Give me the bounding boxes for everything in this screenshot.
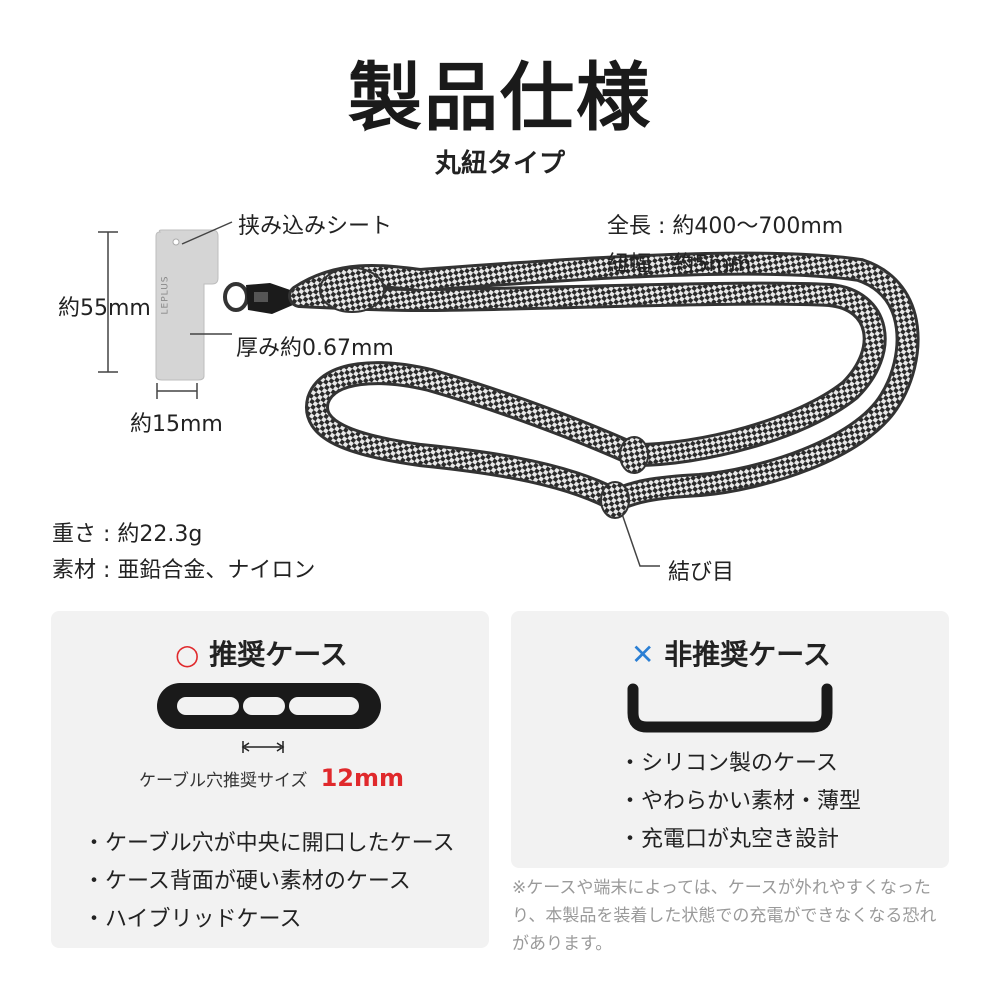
sheet-leader-line <box>181 221 233 245</box>
sheet-hole <box>172 238 180 246</box>
recommended-panel: ○ 推奨ケース ケーブル穴推奨サイズ 12mm ・ケーブル穴が中央に開口したケー… <box>51 611 489 948</box>
recommended-bullet-1: ・ケーブル穴が中央に開口したケース <box>83 831 455 856</box>
recommended-case-illustration <box>157 683 381 753</box>
height-label: 約55mm <box>58 296 151 321</box>
sheet-brand-text: LEPLUS <box>160 275 171 315</box>
width-dimension-line <box>156 383 198 399</box>
not-recommended-bullet-3: ・充電口が丸空き設計 <box>619 827 840 852</box>
hole-size-value: 12mm <box>320 764 404 792</box>
hole-size-row: ケーブル穴推奨サイズ 12mm <box>139 764 404 792</box>
ng-mark-icon: ✕ <box>631 638 655 671</box>
not-recommended-bullet-2: ・やわらかい素材・薄型 <box>619 789 862 814</box>
recommended-bullet-2: ・ケース背面が硬い素材のケース <box>83 869 411 894</box>
cord-width-spec: 紐幅 : 約5mm <box>607 252 752 277</box>
material-spec: 素材 : 亜鉛合金、ナイロン <box>52 558 316 583</box>
ok-mark-icon: ○ <box>175 638 200 671</box>
top-knot <box>319 267 385 313</box>
ring-shape <box>223 282 249 312</box>
length-spec: 全長 : 約400〜700mm <box>607 214 844 239</box>
recommended-bullet-3: ・ハイブリッドケース <box>83 907 302 932</box>
page-subtitle: 丸紐タイプ <box>434 149 565 179</box>
knot-2 <box>600 481 630 519</box>
caution-note: ※ケースや端末によっては、ケースが外れやすくなったり、本製品を装着した状態での充… <box>512 878 937 954</box>
knot-leader-line <box>619 507 660 567</box>
height-dimension-line <box>98 231 118 373</box>
recommended-title: 推奨ケース <box>209 638 348 671</box>
knot-label: 結び目 <box>668 560 735 585</box>
hole-size-label: ケーブル穴推奨サイズ <box>139 771 308 791</box>
sheet-label: 挟み込みシート <box>238 214 393 239</box>
weight-spec: 重さ : 約22.3g <box>52 522 203 547</box>
not-recommended-heading: ✕ 非推奨ケース <box>631 633 831 673</box>
clip-shape <box>246 283 300 314</box>
width-label: 約15mm <box>130 412 223 437</box>
thickness-label: 厚み約0.67mm <box>236 336 394 361</box>
not-recommended-bullet-1: ・シリコン製のケース <box>619 751 838 776</box>
page-title: 製品仕様 <box>348 55 652 141</box>
cord <box>288 251 920 514</box>
recommended-heading: ○ 推奨ケース <box>175 633 348 673</box>
not-recommended-case-illustration <box>627 683 833 733</box>
knot-1 <box>619 436 649 474</box>
not-recommended-panel: ✕ 非推奨ケース ・シリコン製のケース ・やわらかい素材・薄型 ・充電口が丸空き… <box>511 611 949 868</box>
not-recommended-title: 非推奨ケース <box>664 638 831 671</box>
